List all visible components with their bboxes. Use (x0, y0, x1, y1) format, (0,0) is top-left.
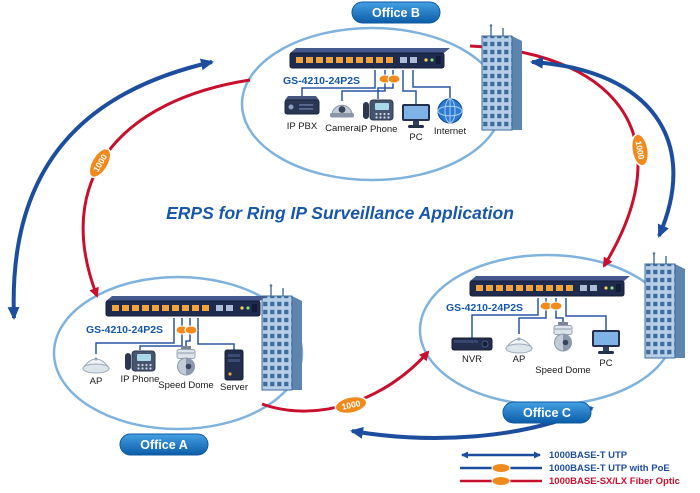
cable (95, 318, 175, 354)
device-label: PC (599, 358, 612, 369)
device-label: IP Phone (359, 124, 398, 135)
device-label: IP Phone (121, 374, 160, 385)
ring-arrow-left (7, 58, 214, 320)
office-c-badge-label: Office C (523, 406, 571, 420)
ring-arrow-right (530, 56, 676, 238)
poe-badge (491, 476, 511, 486)
device-label: Internet (434, 126, 467, 137)
legend: 1000BASE-T UTP 1000BASE-T UTP with PoE 1… (460, 450, 680, 487)
office-b-switch-model: GS-4210-24P2S (283, 75, 360, 87)
internet-globe-icon (437, 98, 463, 124)
cable (301, 70, 376, 96)
speed-dome-icon (176, 345, 196, 376)
poe-badge (549, 301, 563, 311)
device-label: IP PBX (287, 121, 318, 132)
office-a-badge: Office A (119, 433, 209, 456)
speed-dome-icon (553, 321, 573, 352)
link-speed-text: 1000 (341, 398, 362, 412)
ip-phone-icon (362, 99, 394, 121)
poe-badge (387, 74, 401, 84)
office-b-group: GS-4210-24P2S IP PBX Camera IP Phone PC … (283, 47, 467, 143)
server-icon (224, 349, 244, 381)
office-a-building (261, 283, 303, 391)
device-label: PC (409, 132, 422, 143)
cable (565, 298, 607, 330)
office-b-badge-label: Office B (372, 6, 420, 20)
office-c-group: GS-4210-24P2S NVR AP Speed Dome PC (446, 275, 631, 376)
device-label: NVR (462, 354, 482, 365)
office-b-building (481, 23, 523, 131)
device-label: Server (220, 382, 248, 393)
cable (402, 70, 417, 104)
poe-badge (491, 463, 511, 473)
ip-pbx-icon (284, 95, 320, 115)
link-speed-badge-right: 1000 (630, 133, 650, 167)
cable (197, 318, 235, 350)
cable (412, 70, 451, 98)
office-b-switch (289, 47, 451, 69)
office-c-badge: Office C (502, 401, 592, 424)
device-label: Camera (325, 123, 360, 134)
office-a-group: GS-4210-24P2S AP IP Phone Speed Dome Ser… (82, 295, 267, 393)
diagram-title: ERPS for Ring IP Surveillance Applicatio… (166, 203, 514, 223)
link-speed-badge-bottom: 1000 (334, 395, 368, 415)
device-label: AP (90, 376, 103, 387)
office-c-switch (469, 275, 631, 297)
office-a-badge-label: Office A (140, 438, 187, 452)
fiber-link-b-to-a (81, 78, 251, 298)
legend-label-fiber: 1000BASE-SX/LX Fiber Optic (549, 476, 680, 487)
office-a-switch-model: GS-4210-24P2S (86, 324, 163, 336)
office-b-badge: Office B (351, 1, 441, 24)
poe-badge (184, 325, 198, 335)
device-label: AP (513, 354, 526, 365)
office-a-switch (105, 295, 267, 317)
ip-phone-icon (124, 350, 156, 372)
device-label: Speed Dome (158, 380, 213, 391)
nvr-icon (451, 337, 493, 351)
cable (471, 298, 539, 338)
legend-label-utp: 1000BASE-T UTP (549, 450, 628, 461)
link-speed-text: 1000 (633, 140, 646, 161)
office-c-building (644, 251, 686, 359)
link-speed-badge-left: 1000 (88, 147, 112, 179)
office-c-switch-model: GS-4210-24P2S (446, 302, 523, 314)
device-label: Speed Dome (535, 365, 590, 376)
legend-label-utp-poe: 1000BASE-T UTP with PoE (549, 463, 670, 474)
